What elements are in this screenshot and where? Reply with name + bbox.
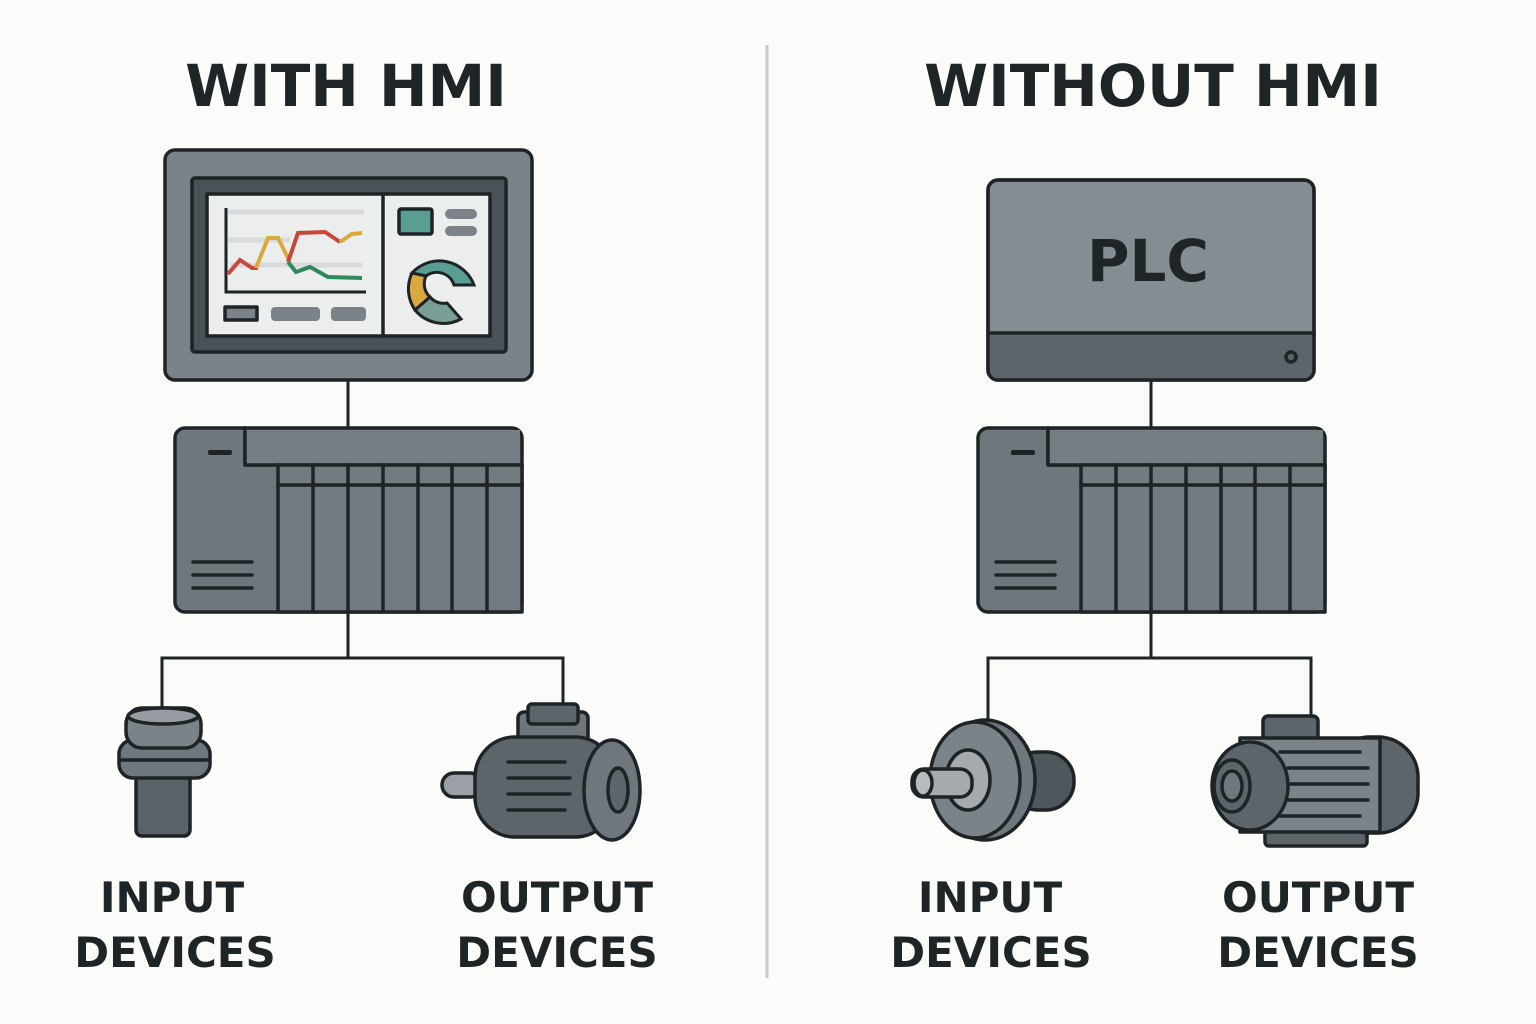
hmi-touch-panel [163, 148, 534, 382]
input-devices-label: DEVICES [890, 928, 1091, 977]
plc-rack [173, 426, 524, 614]
without-hmi-panel: WITHOUT HMI PLC [890, 52, 1420, 977]
output-devices-label: OUTPUT [461, 873, 653, 922]
panel-title: WITH HMI [185, 52, 507, 120]
electric-motor-icon [1210, 714, 1420, 848]
input-devices-label: INPUT [100, 873, 245, 922]
wiring [986, 612, 1313, 722]
plc-label: PLC [1087, 227, 1209, 295]
electric-motor-icon [440, 702, 642, 842]
donut-gauge-icon [406, 259, 477, 325]
screen-button-icon [271, 307, 320, 321]
plc-controller-box: PLC [986, 178, 1316, 382]
with-hmi-panel: WITH HMI [74, 52, 657, 977]
input-devices-label: INPUT [918, 873, 1063, 922]
indicator-icon [397, 207, 434, 236]
screen-button-icon [331, 307, 366, 321]
output-devices-label: DEVICES [456, 928, 657, 977]
status-led-icon [1284, 350, 1298, 364]
rotary-encoder-icon [910, 718, 1076, 842]
panel-title: WITHOUT HMI [924, 52, 1382, 120]
proximity-sensor-icon [117, 706, 212, 838]
trend-chart-icon [224, 208, 366, 294]
plc-rack [976, 426, 1327, 614]
input-devices-label: DEVICES [74, 928, 275, 977]
wiring [160, 612, 565, 710]
screen-button-icon [223, 305, 259, 322]
output-devices-label: DEVICES [1217, 928, 1418, 977]
output-devices-label: OUTPUT [1222, 873, 1414, 922]
